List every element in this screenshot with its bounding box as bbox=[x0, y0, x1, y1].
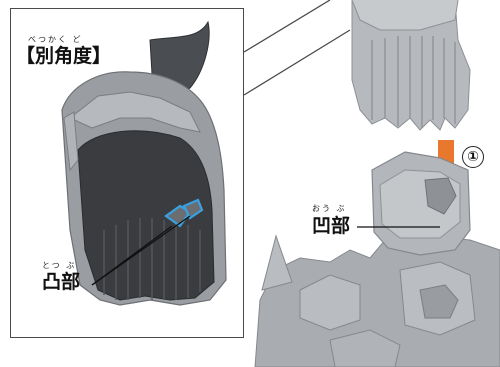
hair-part-top bbox=[351, 0, 471, 131]
concave-label-ruby: おう ぶ bbox=[312, 204, 347, 213]
convex-label-ruby: とつ ぶ bbox=[42, 261, 77, 270]
zoom-line-bottom bbox=[243, 29, 351, 96]
robot-body bbox=[254, 151, 500, 367]
concave-label: 凹部 bbox=[312, 215, 351, 237]
convex-leaders bbox=[91, 215, 191, 286]
helmet-part-inset bbox=[61, 20, 227, 306]
inset-frame bbox=[10, 8, 244, 338]
zoom-line-top bbox=[243, 0, 331, 53]
inset-title: 【別角度】 bbox=[16, 45, 112, 67]
inset-title-ruby: べつかく ど bbox=[28, 35, 83, 44]
convex-label: 凸部 bbox=[42, 271, 81, 293]
step-number: ① bbox=[462, 146, 484, 168]
